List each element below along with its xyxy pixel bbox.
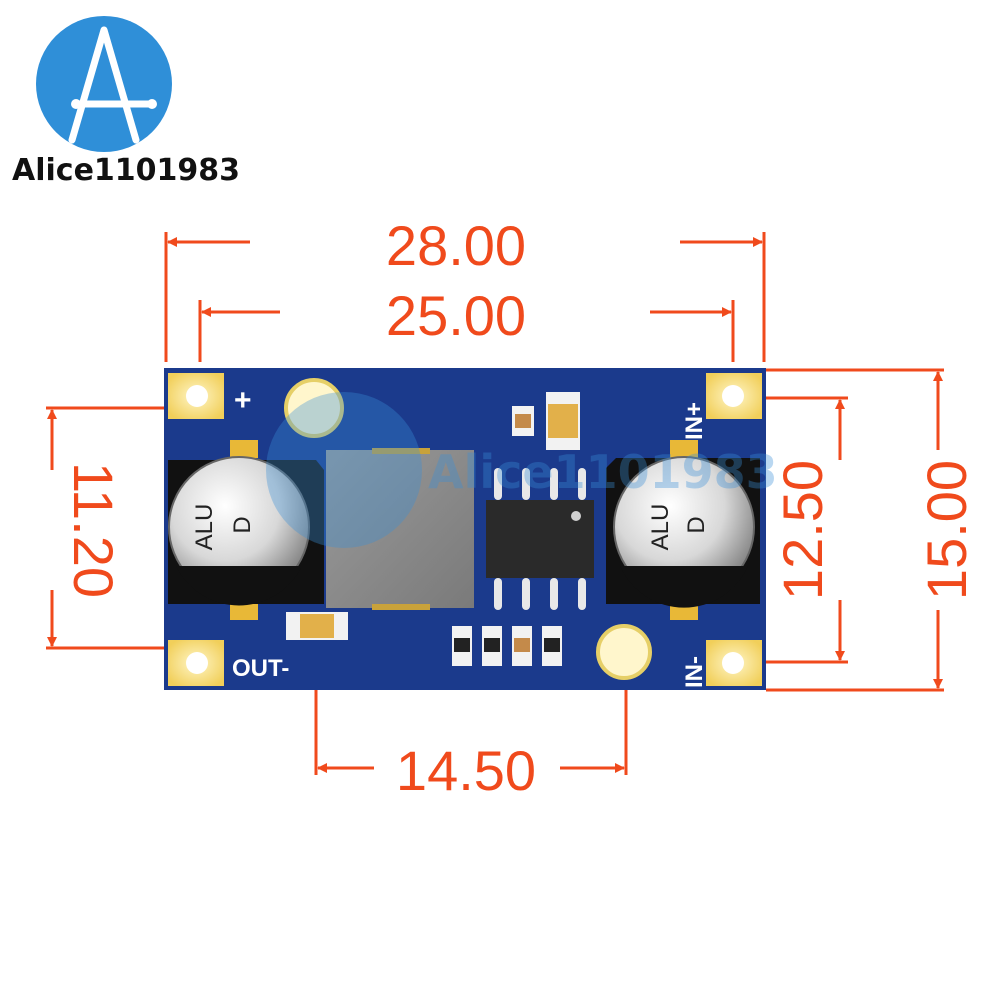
smd-parts-top xyxy=(512,392,580,450)
brand-logo: Alice1101983 xyxy=(12,16,240,188)
ic-chip xyxy=(486,468,594,610)
smd-part-bottom-left xyxy=(286,612,348,640)
dimension-lines xyxy=(46,232,944,775)
inductor xyxy=(326,448,474,610)
mounting-hole-bottom xyxy=(596,624,652,680)
logo-circle xyxy=(36,16,172,152)
pad-in-minus xyxy=(706,640,762,686)
capacitor-right: ALU D xyxy=(606,440,760,620)
pad-out-plus xyxy=(168,373,224,419)
dim-overall-width: 28.00 xyxy=(386,214,526,277)
watermark: Alice1101983 xyxy=(266,392,778,548)
dim-left-height: 11.20 xyxy=(62,462,125,598)
pad-in-plus xyxy=(706,373,762,419)
logo-a-mark xyxy=(68,26,154,144)
capacitor-left-label2: D xyxy=(229,516,256,533)
pcb-board: + OUT- IN+ IN- ALU D ALU D xyxy=(164,368,778,690)
label-out-plus: + xyxy=(234,384,252,417)
pad-out-minus xyxy=(168,640,224,686)
dim-hole-spacing-x: 25.00 xyxy=(386,284,526,347)
capacitor-left: ALU D xyxy=(168,440,324,620)
watermark-text: Alice1101983 xyxy=(428,445,778,499)
dim-overall-height: 15.00 xyxy=(915,460,978,600)
capacitor-right-label1: ALU xyxy=(647,504,674,551)
resistor-row xyxy=(452,626,562,666)
label-in-plus: IN+ xyxy=(681,402,708,440)
logo-dot-left xyxy=(71,99,81,109)
logo-text: Alice1101983 xyxy=(12,153,240,188)
dim-hole-spacing-y: 12.50 xyxy=(771,460,834,600)
dim-bottom-spacing: 14.50 xyxy=(396,739,536,802)
label-out-minus: OUT- xyxy=(232,655,289,682)
capacitor-right-label2: D xyxy=(683,516,710,533)
capacitor-left-label1: ALU xyxy=(191,504,218,551)
logo-dot-right xyxy=(147,99,157,109)
label-in-minus: IN- xyxy=(681,656,708,688)
mounting-hole-top xyxy=(284,378,344,438)
